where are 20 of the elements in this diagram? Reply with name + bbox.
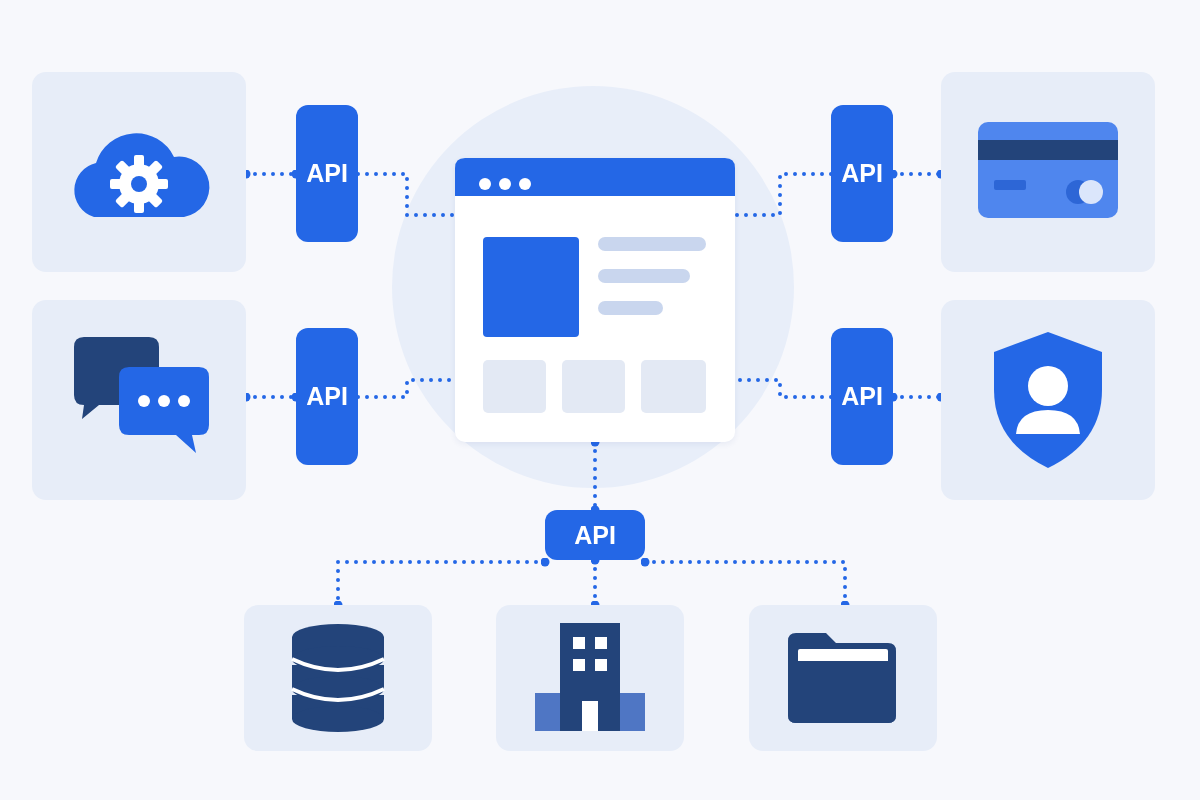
service-tile bbox=[941, 300, 1155, 500]
api-block bbox=[831, 105, 893, 242]
api-label: API bbox=[574, 520, 616, 550]
api-label: API bbox=[841, 159, 883, 188]
connector-line bbox=[733, 172, 833, 217]
api-label: API bbox=[841, 382, 883, 411]
service-tile bbox=[941, 72, 1155, 272]
service-tile bbox=[496, 605, 684, 751]
service-tile bbox=[244, 605, 432, 751]
api-block bbox=[296, 105, 358, 242]
connector-line bbox=[356, 172, 457, 217]
browser-window-drawing bbox=[455, 158, 735, 442]
api-block bbox=[545, 510, 645, 560]
api-block bbox=[296, 328, 358, 465]
api-label: API bbox=[306, 382, 348, 411]
api-label: API bbox=[306, 159, 348, 188]
api-block bbox=[831, 328, 893, 465]
service-tile bbox=[32, 300, 246, 500]
service-tile bbox=[749, 605, 937, 751]
service-tile bbox=[32, 72, 246, 272]
